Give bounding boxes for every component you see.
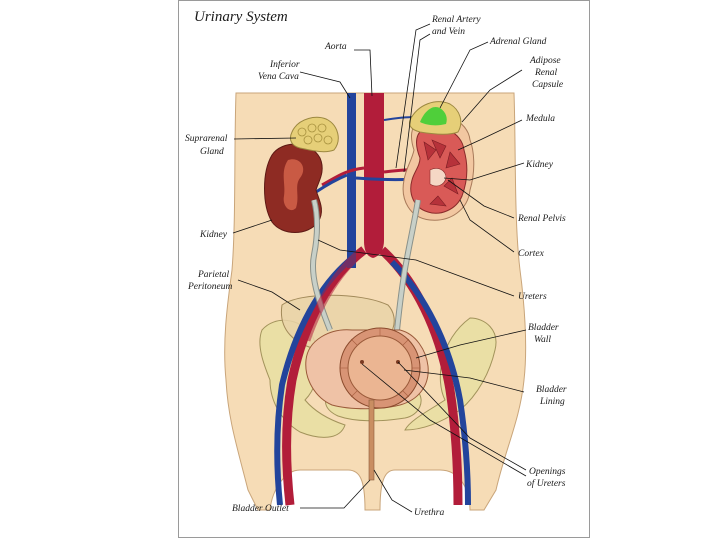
label-kidney-right: Kidney: [525, 160, 554, 170]
label-adrenal-gland: Adrenal Gland: [489, 37, 547, 47]
label-aorta: Aorta: [324, 42, 347, 52]
left-iliac-vein: [274, 257, 352, 506]
right-iliac-vein: [389, 259, 471, 506]
label-inferior-vena-cava-1: Inferior: [269, 59, 300, 70]
bladder-lining: [347, 335, 413, 401]
left-iliac-artery-overlay: [301, 246, 367, 342]
renal-artery-left: [321, 166, 365, 187]
label-urethra: Urethra: [414, 508, 445, 518]
label-bladder-lining-1: Bladder: [536, 385, 567, 395]
inferior-vena-cava: [347, 93, 356, 268]
suprarenal-gland: [289, 116, 339, 153]
kidney-right-medulla: [423, 139, 461, 207]
diagram-title: Urinary System: [194, 9, 288, 25]
label-renal-artery-1: Renal Artery: [431, 15, 481, 25]
label-bladder-wall-2: Wall: [534, 335, 551, 345]
label-medula: Medula: [525, 114, 555, 124]
label-adipose-2: Renal: [534, 68, 558, 78]
label-openings-2: of Ureters: [527, 478, 566, 489]
label-parietal-1: Parietal: [197, 270, 229, 280]
suprarenal-texture: [297, 123, 333, 145]
label-renal-pelvis: Renal Pelvis: [517, 214, 566, 224]
label-cortex: Cortex: [518, 249, 545, 259]
bladder-wall-texture: [340, 328, 420, 398]
label-adipose-1: Adipose: [529, 56, 561, 66]
aorta: [364, 93, 384, 258]
kidney-left-highlight: [283, 159, 304, 211]
ureter-opening-left: [360, 360, 364, 364]
label-ureters: Ureters: [518, 292, 547, 302]
label-kidney-left: Kidney: [199, 230, 228, 240]
leader-lines: [232, 23, 527, 513]
label-adipose-3: Capsule: [532, 80, 563, 90]
label-openings-1: Openings: [529, 467, 566, 477]
label-suprarenal-2: Gland: [200, 147, 224, 157]
label-inferior-vena-cava-2: Vena Cava: [258, 72, 299, 82]
urethra: [368, 399, 375, 481]
label-suprarenal-1: Suprarenal: [185, 134, 228, 144]
label-parietal-2: Peritoneum: [187, 282, 232, 292]
renal-vein-left: [315, 173, 348, 194]
label-bladder-lining-2: Lining: [539, 397, 565, 407]
label-bladder-outlet: Bladder Outlet: [232, 504, 289, 514]
label-bladder-wall-1: Bladder: [528, 323, 559, 333]
ureter-right-inner: [394, 199, 420, 341]
label-renal-artery-2: and Vein: [432, 27, 465, 37]
adrenal-green: [420, 106, 447, 126]
